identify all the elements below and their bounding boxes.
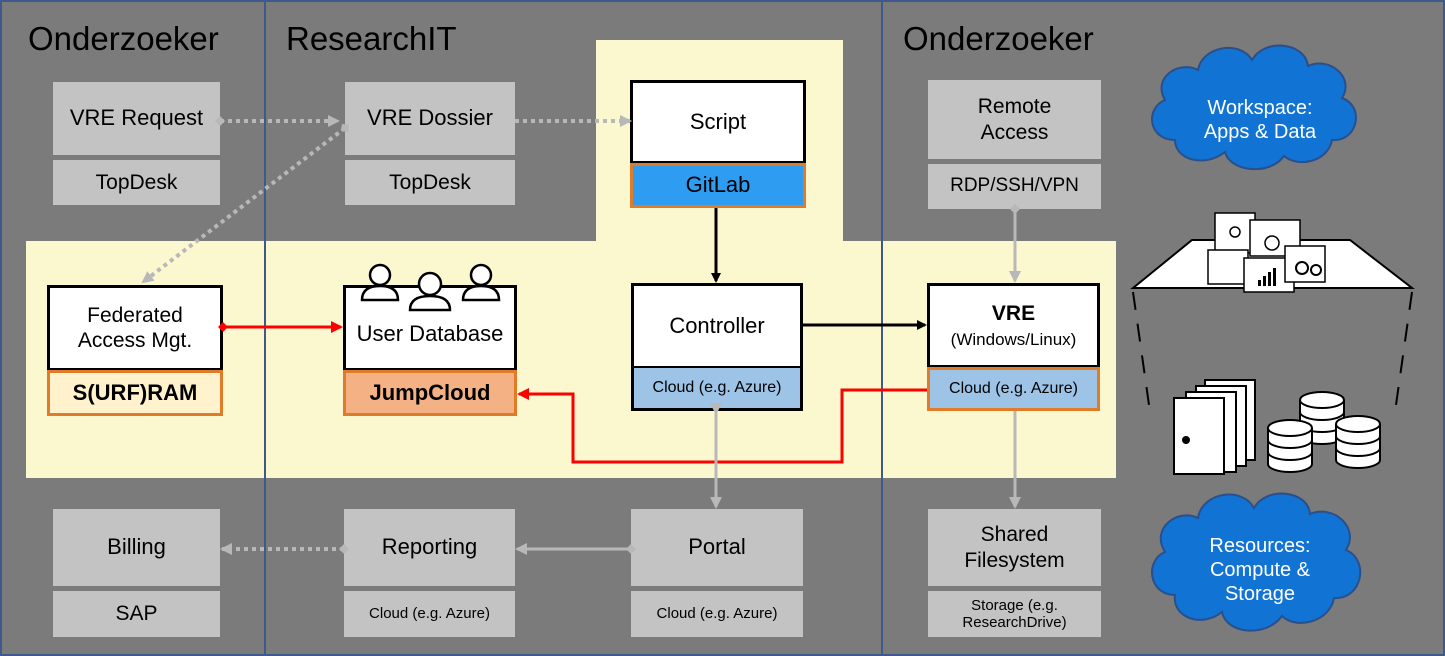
federated-access-box: Federated Access Mgt. — [47, 285, 223, 371]
workspace-line-1: Workspace: — [1207, 97, 1313, 119]
perspective-line-right — [1394, 291, 1413, 413]
storage-label-1: Storage (e.g. — [971, 596, 1058, 614]
resources-line-3: Storage — [1224, 583, 1296, 605]
shared-filesystem-storage: Storage (e.g. ResearchDrive) — [928, 591, 1101, 637]
portal-cloud-label: Cloud (e.g. Azure) — [656, 605, 778, 622]
script-gitlab: GitLab — [630, 163, 806, 208]
lane-title-researcher-right: Onderzoeker — [903, 20, 1094, 57]
remote-access-label-1: Remote — [977, 95, 1052, 119]
shared-filesystem-box: Shared Filesystem — [928, 509, 1101, 586]
cloud-workspace — [1151, 44, 1357, 170]
vre-cloud: Cloud (e.g. Azure) — [927, 367, 1100, 411]
controller-box: Controller — [631, 283, 803, 369]
billing-label: Billing — [107, 534, 166, 560]
gitlab-label: GitLab — [685, 172, 751, 198]
vre-box: VRE (Windows/Linux) — [927, 283, 1100, 368]
lane-title-researchit: ResearchIT — [286, 20, 457, 57]
lane-divider-2 — [881, 0, 883, 656]
shared-fs-label-2: Filesystem — [964, 548, 1065, 572]
portal-label: Portal — [688, 534, 746, 560]
shared-fs-label-1: Shared — [980, 523, 1049, 547]
reporting-cloud-label: Cloud (e.g. Azure) — [369, 605, 490, 622]
users-icon — [360, 263, 501, 312]
user-database-label: User Database — [356, 320, 504, 346]
workspace-line-2: Apps & Data — [1203, 121, 1317, 143]
rdp-ssh-vpn-label: RDP/SSH/VPN — [950, 175, 1079, 197]
federated-sram: S(URF)RAM — [47, 370, 223, 416]
remote-access-protocols: RDP/SSH/VPN — [928, 164, 1101, 209]
reporting-label: Reporting — [381, 534, 478, 560]
vre-label: VRE — [991, 301, 1036, 325]
billing-sap: SAP — [53, 591, 220, 637]
remote-access-label-2: Access — [980, 120, 1049, 144]
vre-os-label: (Windows/Linux) — [950, 329, 1077, 349]
federated-label-2: Access Mgt. — [77, 329, 193, 352]
resources-line-2: Compute & — [1209, 559, 1311, 581]
resources-line-1: Resources: — [1209, 535, 1311, 557]
cloud-resources — [1151, 492, 1362, 632]
storage-label-2: ResearchDrive) — [962, 614, 1067, 631]
user-database-jumpcloud: JumpCloud — [343, 370, 517, 416]
controller-label: Controller — [669, 312, 765, 338]
vre-dossier-system: TopDesk — [345, 160, 515, 205]
database-stack-icon — [1267, 391, 1381, 473]
federated-label-1: Federated — [87, 303, 183, 327]
billing-box: Billing — [53, 509, 220, 586]
application-windows-icon — [1130, 212, 1415, 293]
sap-label: SAP — [115, 602, 158, 626]
link-dossier-federated — [141, 124, 349, 284]
reporting-cloud: Cloud (e.g. Azure) — [344, 591, 515, 637]
portal-cloud: Cloud (e.g. Azure) — [631, 591, 803, 637]
sram-label: S(URF)RAM — [72, 379, 198, 405]
perspective-line-left — [1132, 291, 1151, 413]
jumpcloud-label: JumpCloud — [369, 379, 491, 405]
script-box: Script — [630, 80, 806, 164]
script-label: Script — [689, 108, 747, 134]
link-vre-jumpcloud — [517, 388, 927, 464]
reporting-box: Reporting — [344, 509, 515, 586]
lane-title-researcher-left: Onderzoeker — [28, 20, 219, 57]
resources-cloud-label: Resources: Compute & Storage — [1160, 520, 1360, 620]
vre-dossier-system-label: TopDesk — [389, 170, 471, 194]
workspace-cloud-label: Workspace: Apps & Data — [1160, 80, 1360, 160]
vre-cloud-label: Cloud (e.g. Azure) — [949, 380, 1078, 398]
portal-box: Portal — [631, 509, 803, 586]
remote-access-box: Remote Access — [928, 80, 1101, 159]
server-stack-icon — [1173, 379, 1256, 475]
vre-dossier-label: VRE Dossier — [367, 105, 493, 131]
vre-dossier-box: VRE Dossier — [345, 82, 515, 155]
controller-cloud-label: Cloud (e.g. Azure) — [652, 379, 782, 397]
